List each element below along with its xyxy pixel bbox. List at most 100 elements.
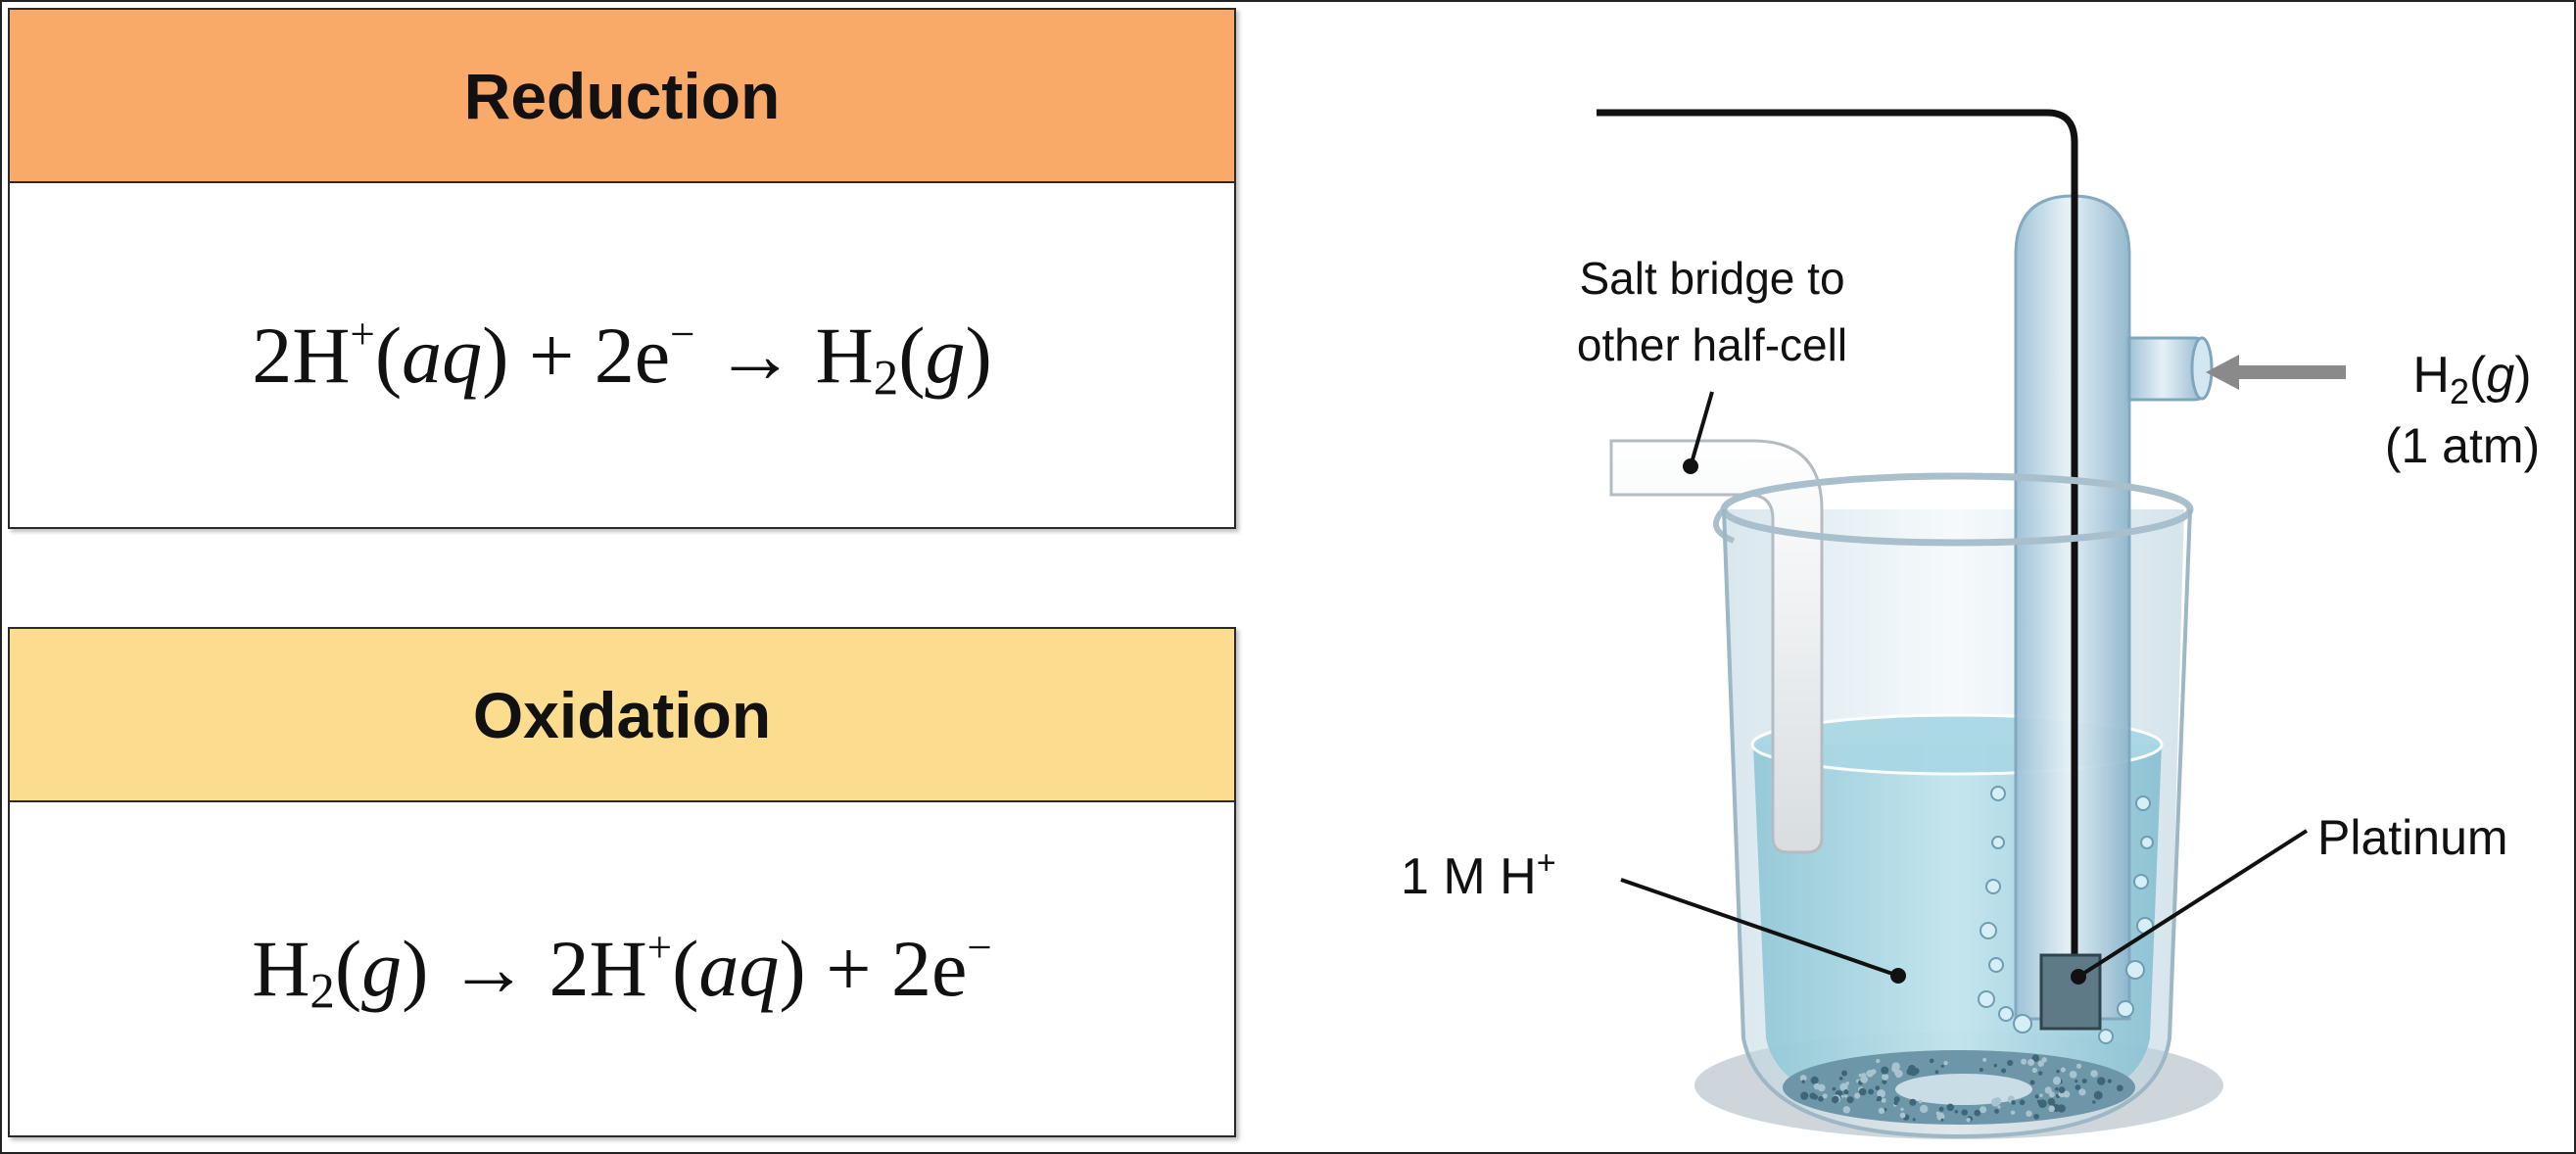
sediment-dot (2058, 1086, 2066, 1093)
gas-bubble (2013, 1014, 2032, 1034)
sediment-dot (1908, 1064, 1916, 1073)
sediment-dot (1900, 1107, 1904, 1112)
sediment-dot (1994, 1109, 1999, 1114)
sediment-dot (1860, 1075, 1869, 1083)
beaker-front-wall (1722, 508, 2192, 1139)
sediment-dot (2034, 1094, 2039, 1099)
sediment-dot (1875, 1085, 1881, 1090)
gas-bubble (1990, 786, 2006, 801)
sediment-dot (1979, 1067, 1983, 1072)
sediment-dot (2041, 1057, 2047, 1063)
salt-bridge-label-line1: Salt bridge to (1579, 253, 1844, 304)
sediment-dot (1882, 1073, 1889, 1081)
sediment-dot (2081, 1079, 2087, 1084)
reduction-equation: 2H+(aq) + 2e− → H2(g) (10, 183, 1234, 527)
sediment-dot (1877, 1089, 1886, 1098)
sediment-dot (2048, 1091, 2055, 1098)
sediment-dot (1881, 1066, 1889, 1075)
reduction-title: Reduction (463, 59, 781, 132)
sediment-dot (1893, 1096, 1900, 1103)
sediment-dot (1813, 1082, 1821, 1090)
sediment-dot (1832, 1086, 1837, 1091)
sediment-dot (1870, 1069, 1877, 1076)
sediment-dot (1899, 1112, 1906, 1119)
gas-pressure-label: (1 atm) (2385, 418, 2540, 473)
sediment-dot (2054, 1086, 2059, 1091)
sediment-dot (1822, 1093, 1828, 1099)
sediment-dot (2075, 1079, 2078, 1083)
sediment-dot (2116, 1084, 2123, 1092)
sediment-dot (2031, 1054, 2040, 1062)
sediment-dot (2039, 1093, 2043, 1097)
reaction-arrow: → (715, 310, 796, 400)
sediment-dot (1909, 1098, 1917, 1106)
sediment-dot (2044, 1086, 2052, 1094)
sediment-dot (2047, 1097, 2056, 1106)
sediment-dot (2092, 1100, 2096, 1104)
sediment-dot (1980, 1106, 1987, 1114)
sediment-dot (1801, 1080, 1806, 1083)
sediment-dot (1876, 1098, 1880, 1102)
sediment-dot (1858, 1087, 1867, 1096)
sediment-dot (1993, 1097, 2002, 1106)
sediment-dot (1893, 1100, 1898, 1106)
gas-bubble (1991, 836, 2005, 849)
oxidation-title: Oxidation (472, 678, 772, 751)
sediment-dot (1913, 1072, 1917, 1077)
electrode-wire (1597, 109, 2078, 970)
sediment-dot (2036, 1099, 2041, 1104)
sediment-dot (1946, 1103, 1954, 1112)
sediment-dot (1840, 1094, 1844, 1098)
sediment-dot (2037, 1071, 2043, 1076)
beaker-bottom-highlight (1895, 1074, 2032, 1105)
sediment-dot (2007, 1059, 2014, 1067)
sediment-dots (1799, 1054, 2123, 1123)
sediment-dot (2031, 1067, 2038, 1074)
oxidation-equation: H2(g) → 2H+(aq) + 2e− (10, 802, 1234, 1135)
sediment-dot (1982, 1057, 1987, 1062)
oxidation-reactant: H2(g) (252, 924, 429, 1019)
sediment-dot (2026, 1110, 2032, 1117)
sediment-dot (1876, 1058, 1881, 1064)
gas-bubble (2098, 1029, 2114, 1044)
reaction-arrow: → (448, 924, 529, 1013)
sediment-dot (1940, 1064, 1944, 1068)
sediment-dot (1858, 1073, 1863, 1078)
sediment-dot (1843, 1089, 1849, 1095)
sediment-dot (1938, 1106, 1944, 1112)
hydrogen-electrode-diagram: Salt bridge to other half-cell H2(g) (1 … (1401, 109, 2540, 1139)
sediment-dot (2021, 1058, 2027, 1065)
sediment-dot (1954, 1109, 1959, 1114)
sediment-dot (1882, 1079, 1887, 1084)
sediment-dot (1929, 1058, 1934, 1064)
solution-dot (1890, 968, 1906, 984)
sediment-dot (2107, 1079, 2112, 1083)
sediment-dot (1868, 1088, 1875, 1095)
reduction-card: Reduction 2H+(aq) + 2e− → H2(g) (8, 8, 1236, 529)
sediment-dot (1812, 1094, 1819, 1100)
solution-leader (1620, 878, 1899, 978)
sediment-dot (1997, 1105, 2001, 1109)
gas-bubble (2117, 1000, 2134, 1018)
sediment-dot (2048, 1105, 2055, 1113)
sediment-dot (2019, 1099, 2026, 1106)
reduction-header: Reduction (10, 10, 1234, 183)
sediment-dot (2069, 1070, 2077, 1079)
sediment-dot (2001, 1068, 2007, 1074)
gas-bubble (2125, 960, 2145, 980)
sediment-dot (1920, 1104, 1929, 1114)
solution-label: 1 M H+ (1401, 844, 1556, 905)
side-arm-opening (2190, 336, 2214, 401)
sediment-dot (2037, 1060, 2044, 1067)
sediment-dot (1881, 1097, 1886, 1103)
gas-bubble (1988, 957, 2004, 973)
sediment-dot (1974, 1109, 1981, 1117)
gas-bubble (1978, 990, 1995, 1008)
gas-label: H2(g) (2412, 347, 2531, 411)
beaker-spout (1713, 506, 1736, 544)
gas-inlet-arrowhead (2206, 355, 2239, 390)
sediment-dot (2075, 1063, 2082, 1069)
sediment-dot (1878, 1107, 1885, 1115)
sediment-dot (1934, 1070, 1939, 1075)
salt-bridge-dot (1683, 458, 1698, 474)
